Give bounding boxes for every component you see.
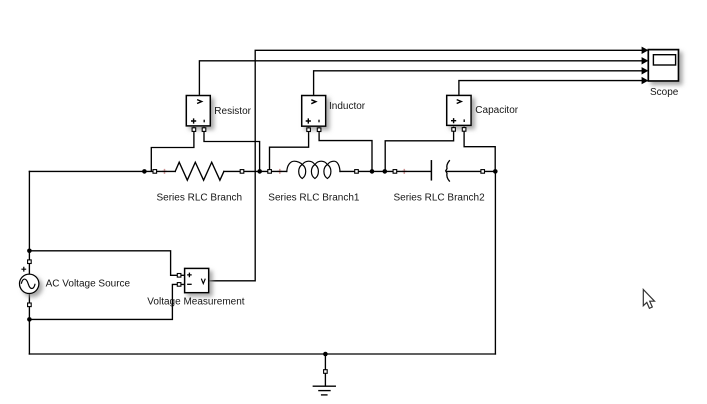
svg-text:Scope: Scope (650, 87, 679, 98)
svg-text:Series RLC Branch1: Series RLC Branch1 (268, 193, 360, 204)
svg-text:Inductor: Inductor (329, 101, 366, 112)
svg-text:AC Voltage Source: AC Voltage Source (46, 279, 131, 290)
svg-text:Series RLC Branch: Series RLC Branch (157, 193, 243, 204)
svg-text:Capacitor: Capacitor (475, 105, 518, 116)
svg-text:Voltage Measurement: Voltage Measurement (147, 297, 245, 308)
svg-text:Series RLC Branch2: Series RLC Branch2 (394, 193, 486, 204)
svg-text:Resistor: Resistor (214, 106, 251, 117)
